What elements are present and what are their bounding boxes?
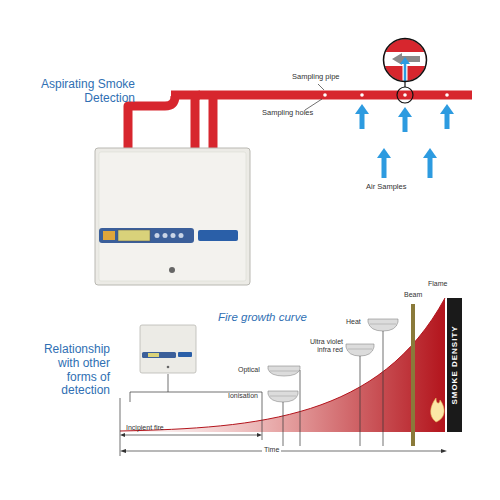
bracket-line [130,392,131,402]
detector-body [268,366,300,376]
logo-badge [178,352,192,357]
detection-point-line [383,331,384,446]
axis-tick [120,398,121,456]
arrow-shaft [428,157,433,178]
sampling-pipe [128,95,472,150]
arrow-head [441,449,447,453]
bar-text: SMOKE DENSITY [451,325,459,404]
magnifier-circle [384,39,427,82]
detection-point-line [300,370,301,446]
sampling-hole [403,93,407,97]
arrow-head [257,433,262,437]
pipe-wall [380,36,430,86]
arrow-head [120,449,126,453]
button [171,233,176,238]
arrow-shaft [445,113,450,129]
text-label: Time [262,446,281,454]
detection-point-line [283,402,284,446]
text-label: Optical [238,366,260,374]
pipe-segment [171,91,472,100]
detector-vent [348,349,372,350]
detector-body [368,319,398,331]
lcd-display [118,230,150,241]
arrow-shaft [360,113,365,129]
key-lock [169,267,175,273]
detector-unit-small [140,325,196,373]
text-label: Sampling holes [262,109,313,118]
detection-point-line [360,356,361,446]
text-label: Sampling pipe [292,73,340,82]
bracket-line [168,374,169,392]
unit-housing [140,325,196,373]
ionisation-detector [268,391,298,402]
control-strip [142,352,176,358]
text-label: Flame [428,280,447,288]
text-label: Ultra violet infra red [297,338,343,354]
air-sample-arrows [355,104,454,178]
button [155,233,160,238]
arrow-head [440,104,454,114]
bracket-line [262,392,263,440]
magnified-pipe [380,36,430,86]
magnifier-stem [404,82,405,87]
fire-growth-curve [120,298,445,431]
detector-vent [270,396,296,397]
text-label: Relationship with other forms of detecti… [30,343,110,398]
detector-unit [95,148,250,285]
optical-detector [268,366,300,376]
logo-badge [198,230,238,241]
pipe-bore [380,52,430,66]
sampling-holes [323,93,449,97]
time-axis [124,451,443,452]
arrow-head [398,107,412,117]
leader-line [318,84,324,90]
density-bar: SMOKE DENSITY [447,298,462,432]
flame-icon [431,398,444,422]
beam-pole [411,304,415,446]
detector-body [268,391,298,402]
airflow-arrow [392,53,420,65]
fire-growth-area [120,298,445,432]
text-label: Fire growth curve [218,311,307,324]
sampling-hole [445,93,449,97]
sampling-hole [360,93,364,97]
unit-housing [95,148,250,285]
sampling-hole [323,93,327,97]
magnifier-ring [397,87,413,103]
text-label: Aspirating Smoke Detection [30,78,135,106]
text-label: Ionisation [228,392,258,400]
detector-vent [270,371,298,372]
pipe-segment [195,95,200,150]
lcd-display [148,353,159,357]
arrow-head [120,433,125,437]
arrow-head [355,104,369,114]
button [163,233,168,238]
arrow-shaft [403,116,408,132]
control-strip [99,228,194,243]
button [179,233,184,238]
text-label: Heat [346,318,361,326]
unit-front [99,152,246,281]
text-label: Air Samples [366,183,406,192]
arrow-head [423,148,437,158]
air-arrowhead [400,57,410,64]
text-label: Incipient fire [126,424,164,432]
detector-vent [370,324,396,325]
key-lock [167,366,170,369]
uv-ir-detector [346,344,374,356]
status-leds [103,231,115,240]
detector-body [346,344,374,356]
incipient-span [124,435,258,436]
pipe-segment [128,96,175,150]
arrow-shaft [382,157,387,178]
arrow-head [377,148,391,158]
pipe-segment [209,95,218,150]
text-label: Beam [404,291,422,299]
heat-detector [368,319,398,331]
